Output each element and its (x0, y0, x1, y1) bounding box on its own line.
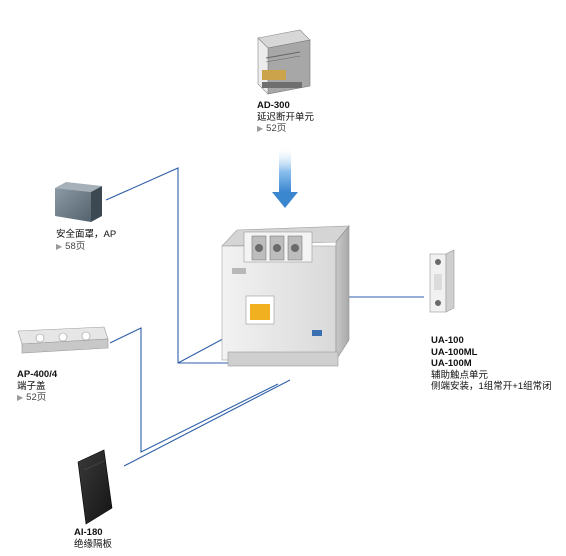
terminal-cover-name: 端子盖 (17, 380, 46, 392)
down-arrow-icon (272, 146, 298, 208)
barrier-name: 绝缘隔板 (74, 538, 113, 550)
aux-contact-note: 侧端安装，1组常开+1组常闭 (431, 381, 552, 392)
connector-terminal-cover (109, 327, 279, 453)
contactor-image (221, 225, 350, 367)
safety-cover-label: 安全面罩，AP ▶58页 (56, 229, 116, 252)
aux-contact-label: UA-100 UA-100ML UA-100M 辅助触点单元 侧端安装，1组常开… (431, 335, 552, 393)
delay-unit-code: AD-300 (257, 100, 290, 111)
terminal-cover-page-ref[interactable]: ▶52页 (17, 392, 47, 403)
delay-unit-name: 延迟断开单元 (257, 111, 315, 123)
terminal-cover-label: AP-400/4 端子盖 ▶52页 (17, 369, 57, 404)
aux-contact-code-1: UA-100 (431, 335, 464, 346)
barrier-image (77, 449, 113, 525)
barrier-label: AI-180 绝缘隔板 (74, 527, 112, 550)
delay-unit-page-ref[interactable]: ▶52页 (257, 123, 287, 134)
delay-unit-image (257, 29, 311, 95)
aux-contact-name: 辅助触点单元 (431, 369, 489, 381)
terminal-cover-code: AP-400/4 (17, 369, 58, 380)
connector-barrier (123, 379, 291, 467)
aux-contact-image (429, 249, 455, 313)
barrier-code: AI-180 (74, 527, 103, 538)
terminal-cover-image (17, 326, 109, 354)
delay-unit-label: AD-300 延迟断开单元 ▶52页 (257, 100, 314, 135)
safety-cover-image (55, 182, 102, 222)
aux-contact-code-2: UA-100ML (431, 346, 478, 358)
safety-cover-page-ref[interactable]: ▶58页 (56, 240, 86, 252)
aux-contact-code-3: UA-100M (431, 358, 472, 369)
page-pointer-icon: ▶ (17, 393, 24, 402)
page-pointer-icon: ▶ (56, 241, 63, 251)
safety-cover-name: 安全面罩，AP (56, 229, 117, 240)
page-pointer-icon: ▶ (257, 124, 264, 133)
